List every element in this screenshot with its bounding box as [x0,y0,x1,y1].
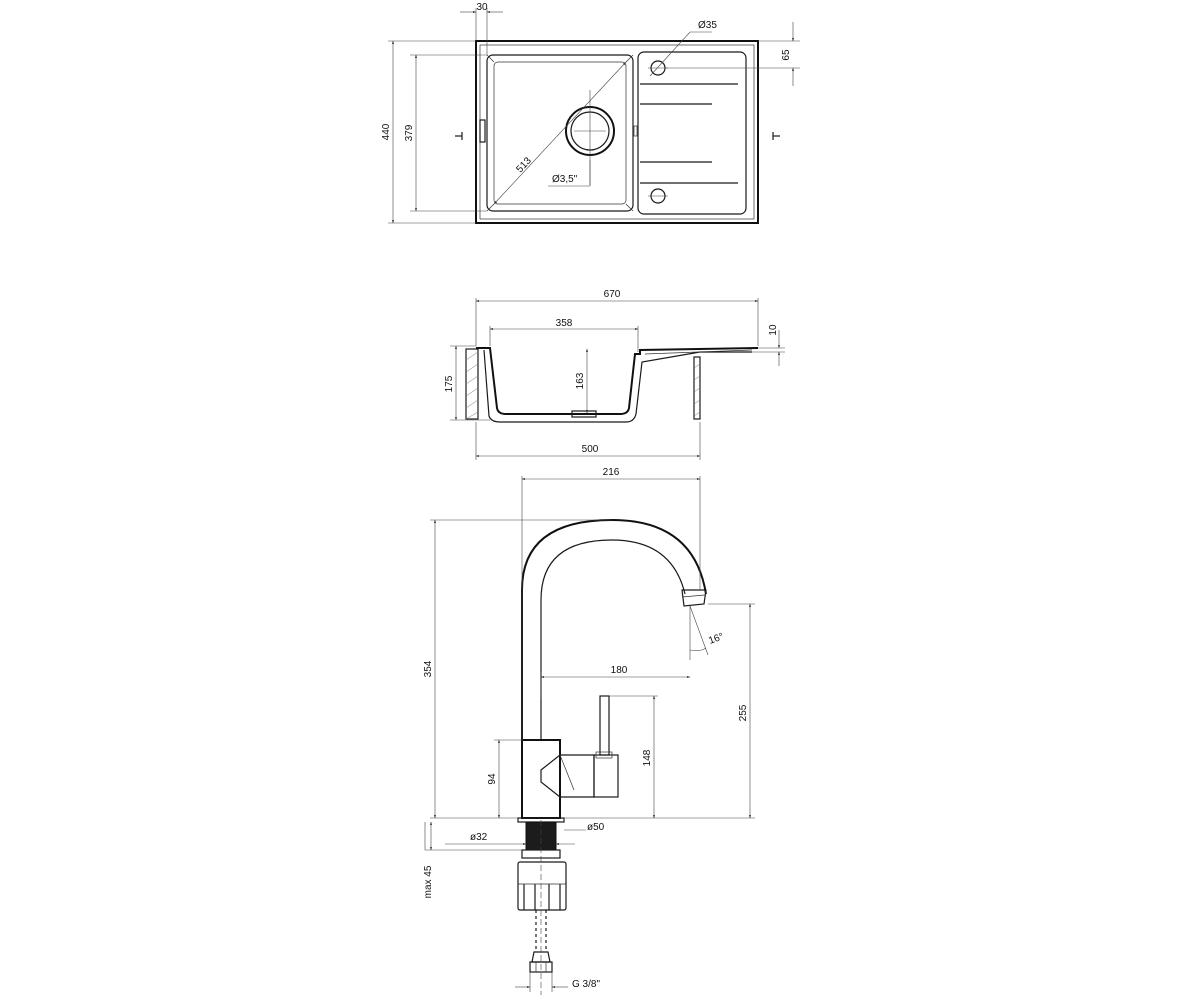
sink-outline [475,40,759,224]
mounting-nut[interactable] [517,861,567,911]
counter-left [465,348,479,420]
threaded-shank [525,821,557,851]
dim-670: 670 [604,289,621,300]
spout-nozzle [681,589,707,607]
mixer-housing [540,754,595,798]
dim-216: 216 [603,467,620,478]
dim-440: 440 [381,123,392,140]
dim-354: 354 [423,660,434,677]
dim-thread-g38: G 3/8" [572,979,600,990]
dim-drain-size: Ø3,5" [552,174,578,185]
dim-hole-35: Ø35 [698,20,717,31]
top-view: 30 Ø35 65 440 379 513 Ø3,5" [381,2,800,224]
dim-shank-32: ø32 [470,832,488,843]
faucet-view: 216 354 16° 180 255 148 94 ø50 [423,467,755,995]
section-view: 670 358 10 175 163 500 [444,289,785,460]
dim-500: 500 [582,444,599,455]
dim-10: 10 [768,324,779,336]
dim-358: 358 [556,318,573,329]
dim-30: 30 [476,2,488,13]
dim-angle-16: 16° [707,631,725,647]
spout-inner [540,539,686,740]
dim-base-50: ø50 [587,822,605,833]
sink-inner-outline [479,44,755,220]
lever-handle[interactable] [599,695,610,756]
overflow-slot [479,119,486,143]
dim-94: 94 [487,773,498,785]
sink-profile-underside [483,349,752,423]
dim-175: 175 [444,375,455,392]
bowl-outline [486,54,634,212]
drain-fitting [571,410,597,418]
dim-163: 163 [575,372,586,389]
dim-diagonal-513: 513 [514,155,534,175]
sink-profile [476,347,759,415]
dim-148: 148 [642,749,653,766]
dim-180: 180 [611,665,628,676]
drainer-board [637,51,747,215]
hose-nut[interactable] [529,961,553,973]
dim-65: 65 [781,49,792,61]
spout-outer [521,518,707,740]
dim-379: 379 [404,124,415,141]
mixer-cap [593,754,619,798]
dim-255: 255 [738,704,749,721]
dim-max-45: max 45 [423,865,434,898]
